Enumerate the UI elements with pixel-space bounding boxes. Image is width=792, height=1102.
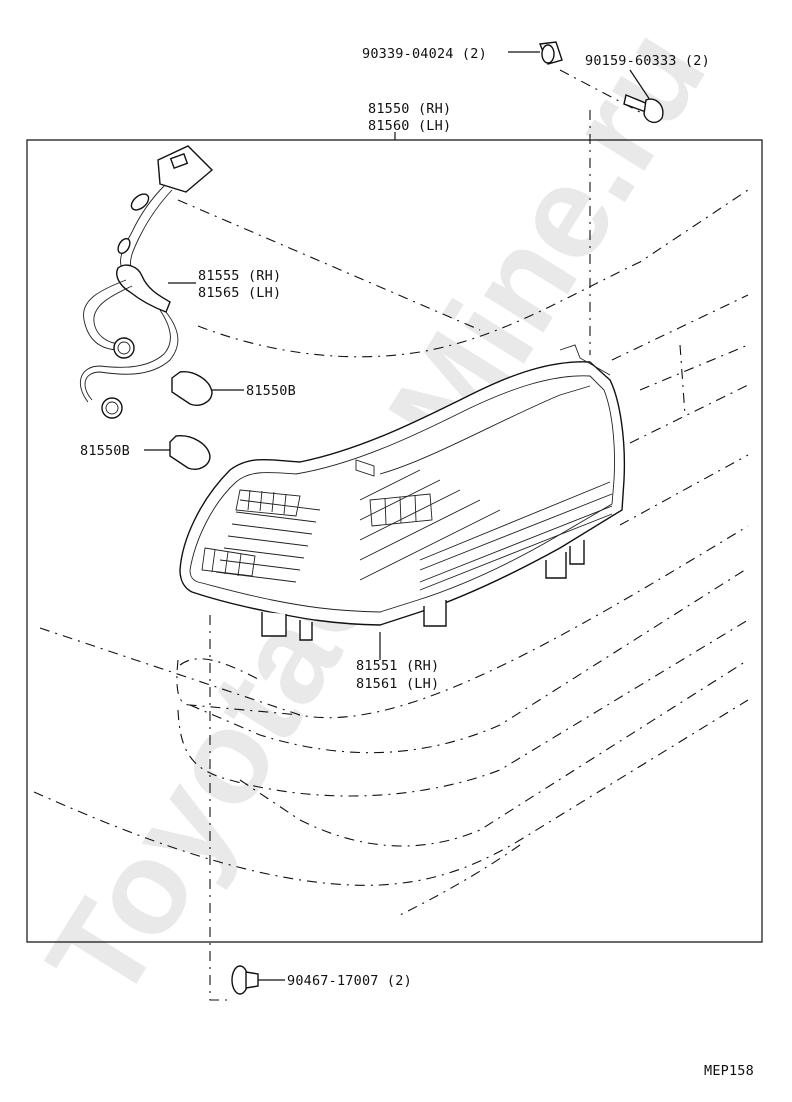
bulb-lower-part [144, 435, 211, 470]
callout-socket-wire-rh: 81555 (RH) [198, 268, 281, 284]
diagram-code: MEP158 [704, 1063, 754, 1079]
callout-socket-wire-lh: 81565 (LH) [198, 285, 281, 301]
leader-lines [168, 282, 381, 981]
callout-lens-rh: 81551 (RH) [356, 658, 439, 674]
tail-lamp-assembly [179, 344, 626, 641]
wire-harness-part [79, 145, 214, 419]
callout-lamp-assy-rh: 81550 (RH) [368, 101, 451, 117]
callout-bulb-upper: 81550B [246, 383, 296, 399]
callout-cap-nut: 90339-04024 (2) [362, 46, 487, 62]
clip-part [231, 965, 259, 995]
callout-lamp-assy-lh: 81560 (LH) [368, 118, 451, 134]
callout-bulb-lower: 81550B [80, 443, 130, 459]
assembly-frame [26, 132, 763, 943]
body-panel-outline [33, 69, 749, 1001]
callout-lens-lh: 81561 (LH) [356, 676, 439, 692]
callout-clip: 90467-17007 (2) [287, 973, 412, 989]
bulb-upper-part [171, 371, 244, 406]
bolt-part [623, 69, 664, 124]
cap-nut-part [508, 41, 563, 65]
callout-bolt: 90159-60333 (2) [585, 53, 710, 69]
